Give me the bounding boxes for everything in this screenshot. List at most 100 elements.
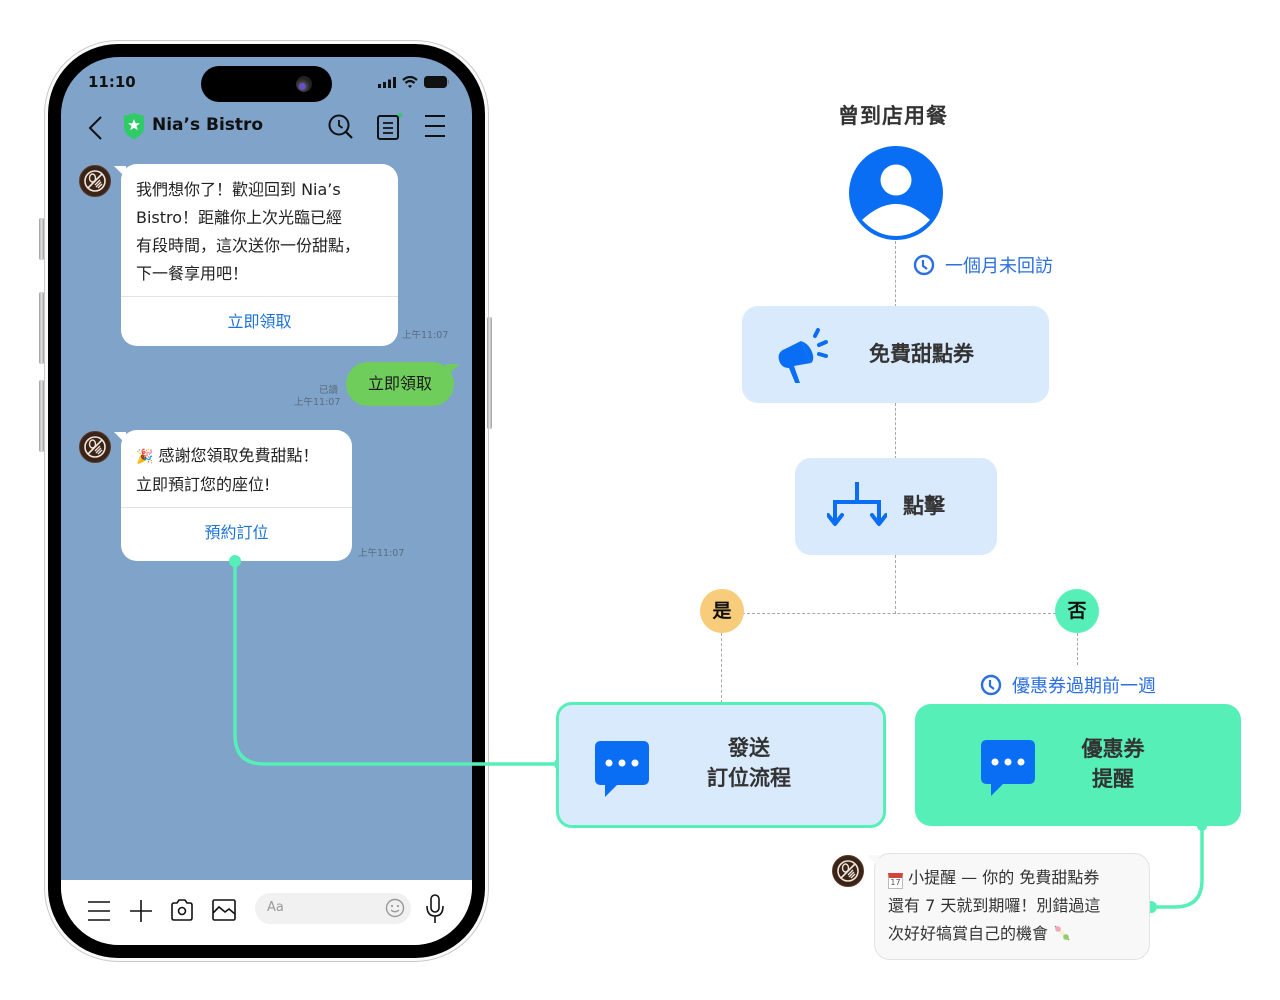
bistro-avatar[interactable]	[79, 431, 111, 463]
bistro-avatar	[832, 855, 864, 887]
claim-now-button[interactable]: 立即領取	[227, 312, 292, 331]
chat-screen: 11:10 Nia’s Bistro 我們想你了！歡迎回到 Nia’s Bist…	[61, 57, 472, 945]
wifi-icon	[402, 76, 418, 88]
signal-icon	[378, 76, 396, 88]
party-popper-icon: 🎉	[136, 449, 154, 465]
user-message-claim: 立即領取	[346, 362, 460, 406]
message-line: 17 小提醒 — 你的 免費甜點券	[888, 864, 1137, 892]
node-label-line: 發送	[728, 736, 770, 760]
clock-icon	[980, 674, 1002, 696]
megaphone-icon	[778, 328, 828, 383]
node-label-line: 優惠券	[1081, 737, 1145, 761]
chat-input-bar: Aa	[61, 880, 472, 945]
wait-condition-label: 一個月未回訪	[945, 256, 1053, 277]
book-table-button[interactable]: 預約訂位	[204, 523, 269, 542]
message-input-placeholder: Aa	[267, 900, 284, 915]
wait-condition-1: 一個月未回訪	[913, 252, 1053, 278]
message-text: 17 小提醒 — 你的 免費甜點券 還有 7 天就到期囉！別錯過這 次好好犒賞自…	[875, 854, 1149, 954]
bubble-divider	[121, 507, 352, 508]
bistro-avatar[interactable]	[79, 165, 111, 197]
node-click[interactable]: 點擊	[795, 458, 997, 555]
connector-remind-to-message	[1150, 826, 1204, 909]
camera-lens-icon	[296, 76, 312, 92]
phone-volume-up-button	[39, 292, 44, 364]
connector-dot	[229, 555, 241, 567]
message-line: 🎉 感謝您領取免費甜點！	[136, 442, 338, 471]
message-line: Bistro！距離你上次光臨已經	[136, 208, 343, 227]
node-coupon-reminder[interactable]: 優惠券 提醒	[915, 704, 1241, 826]
node-label: 發送 訂位流程	[659, 733, 839, 793]
reminder-message-preview: 17 小提醒 — 你的 免費甜點券 還有 7 天就到期囉！別錯過這 次好好犒賞自…	[867, 853, 1150, 960]
status-bar: 11:10	[61, 57, 472, 109]
phone-volume-down-button	[39, 380, 44, 452]
message-timestamp: 上午11:07	[358, 548, 405, 559]
status-time: 11:10	[88, 73, 136, 91]
message-line-text: 次好好犒賞自己的機會	[888, 924, 1049, 943]
message-timestamp: 上午11:07	[294, 397, 341, 408]
menu-icon[interactable]	[424, 113, 446, 139]
node-label-line: 訂位流程	[707, 766, 791, 790]
message-text: 我們想你了！歡迎回到 Nia’s Bistro！距離你上次光臨已經 有段時間，這…	[121, 164, 398, 296]
emoji-icon[interactable]	[385, 898, 405, 918]
clock-icon	[913, 254, 935, 276]
verified-shield-icon	[124, 113, 144, 139]
restaurant-logo-icon	[84, 436, 106, 458]
branch-split-icon	[827, 482, 887, 526]
branch-connector	[742, 613, 1056, 614]
node-label-line: 提醒	[1092, 767, 1134, 791]
connector-book-to-send	[233, 561, 560, 766]
search-icon[interactable]	[327, 113, 355, 141]
microphone-icon[interactable]	[426, 894, 444, 924]
back-icon[interactable]	[87, 115, 103, 141]
flow-connector	[1077, 633, 1078, 665]
message-line: 次好好犒賞自己的機會	[888, 920, 1137, 948]
chat-bubble-icon	[981, 740, 1035, 796]
flow-connector	[721, 633, 722, 703]
battery-icon	[424, 76, 450, 88]
flow-connector	[895, 555, 896, 614]
read-receipt: 已讀	[319, 385, 339, 396]
chat-header: Nia’s Bistro	[61, 109, 472, 149]
phone-power-button	[487, 317, 492, 429]
bot-message-2: 🎉 感謝您領取免費甜點！ 立即預訂您的座位! 預約訂位	[114, 430, 352, 561]
message-line: 有段時間，這次送你一份甜點，	[136, 236, 361, 255]
chat-title: Nia’s Bistro	[152, 115, 264, 135]
message-text: 立即領取	[367, 374, 432, 393]
flow-connector	[895, 241, 896, 307]
bubble-divider	[121, 296, 398, 297]
message-text: 🎉 感謝您領取免費甜點！ 立即預訂您的座位!	[121, 430, 352, 507]
plus-icon[interactable]	[129, 900, 153, 922]
message-line: 下一餐享用吧！	[136, 264, 249, 283]
message-line-text: 小提醒 — 你的 免費甜點券	[908, 868, 1100, 887]
node-label: 點擊	[903, 494, 945, 518]
message-line: 我們想你了！歡迎回到 Nia’s	[136, 180, 341, 199]
phone-mute-button	[39, 218, 44, 260]
restaurant-logo-icon	[84, 170, 106, 192]
node-free-dessert-coupon[interactable]: 免費甜點券	[742, 306, 1049, 403]
chat-bubble-icon	[595, 741, 649, 797]
user-icon	[849, 146, 943, 240]
bot-message-1: 我們想你了！歡迎回到 Nia’s Bistro！距離你上次光臨已經 有段時間，這…	[114, 164, 398, 346]
node-send-booking-flow[interactable]: 發送 訂位流程	[556, 702, 886, 828]
camera-icon[interactable]	[170, 898, 194, 922]
branch-no-badge: 否	[1055, 589, 1099, 633]
message-line-text: 感謝您領取免費甜點！	[158, 446, 319, 465]
calendar-icon: 17	[888, 873, 903, 889]
wait-condition-label: 優惠券過期前一週	[1012, 676, 1156, 697]
flow-title: 曾到店用餐	[838, 104, 948, 128]
image-icon[interactable]	[212, 898, 236, 922]
menu-icon[interactable]	[87, 900, 111, 922]
message-input[interactable]: Aa	[255, 893, 411, 924]
message-line: 立即預訂您的座位!	[136, 475, 271, 494]
flow-connector	[895, 403, 896, 459]
node-label: 免費甜點券	[869, 342, 974, 366]
dynamic-island	[201, 66, 332, 102]
dango-icon	[1054, 925, 1070, 941]
notes-icon[interactable]	[376, 113, 402, 141]
restaurant-logo-icon	[837, 860, 859, 882]
branch-yes-badge: 是	[700, 589, 744, 633]
node-label: 優惠券 提醒	[1033, 734, 1193, 794]
message-timestamp: 上午11:07	[402, 330, 449, 341]
message-line: 還有 7 天就到期囉！別錯過這	[888, 896, 1101, 915]
